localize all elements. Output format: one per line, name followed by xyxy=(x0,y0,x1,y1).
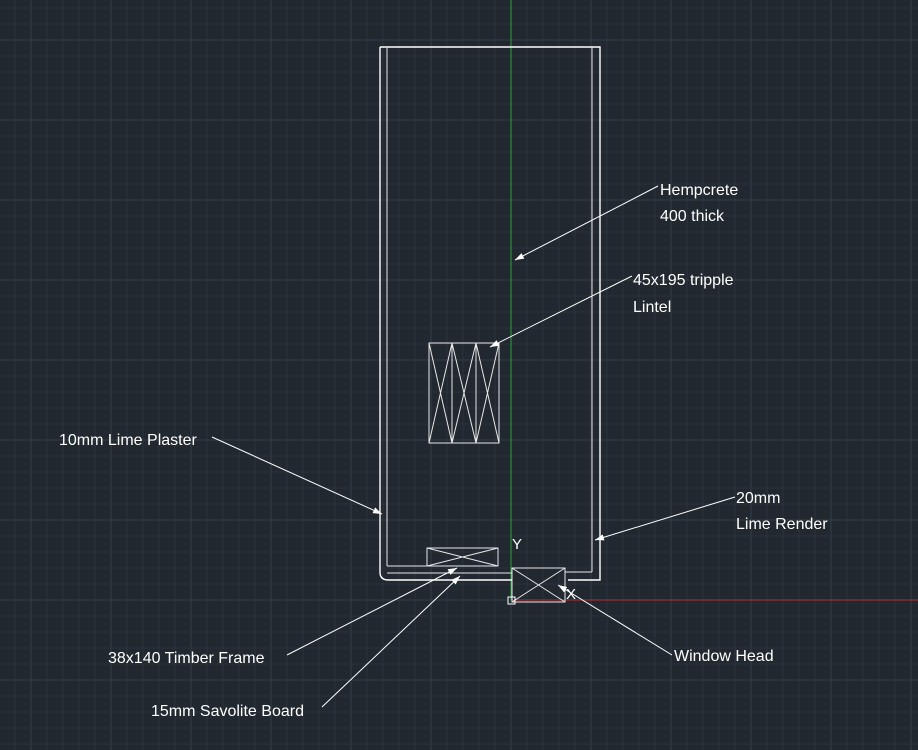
triple-lintel[interactable] xyxy=(428,342,500,444)
leader-hempcrete xyxy=(514,185,659,261)
timber-frame[interactable] xyxy=(426,547,499,567)
leader-timber-frame xyxy=(286,567,458,656)
label-lime-render-line2[interactable]: Lime Render xyxy=(736,516,828,533)
label-window-head[interactable]: Window Head xyxy=(674,648,774,665)
label-lintel-line2[interactable]: Lintel xyxy=(633,299,671,316)
label-timber-frame[interactable]: 38x140 Timber Frame xyxy=(108,650,265,667)
label-hempcrete-line2[interactable]: 400 thick xyxy=(660,208,725,225)
leader-savolite-board xyxy=(321,575,461,708)
label-savolite-board[interactable]: 15mm Savolite Board xyxy=(151,703,304,720)
ucs-x-label: X xyxy=(566,586,576,603)
ucs-icon: Y X xyxy=(507,536,576,605)
label-hempcrete-line1[interactable]: Hempcrete xyxy=(660,182,738,199)
annotations: Hempcrete 400 thick 45x195 tripple Linte… xyxy=(59,182,828,720)
leader-window-head xyxy=(557,584,673,656)
wall-section[interactable] xyxy=(379,46,601,581)
leader-lime-plaster xyxy=(211,436,383,515)
label-lime-plaster[interactable]: 10mm Lime Plaster xyxy=(59,432,197,449)
label-lime-render-line1[interactable]: 20mm xyxy=(736,490,780,507)
leader-lintel xyxy=(489,275,633,348)
leader-lines[interactable] xyxy=(211,185,736,708)
leader-lime-render xyxy=(594,496,736,541)
label-lintel-line1[interactable]: 45x195 tripple xyxy=(633,272,734,289)
window-head[interactable] xyxy=(511,567,566,603)
lime-plaster-outline[interactable] xyxy=(379,47,512,581)
ucs-y-label: Y xyxy=(512,536,522,553)
lime-render-outline[interactable] xyxy=(380,46,601,581)
